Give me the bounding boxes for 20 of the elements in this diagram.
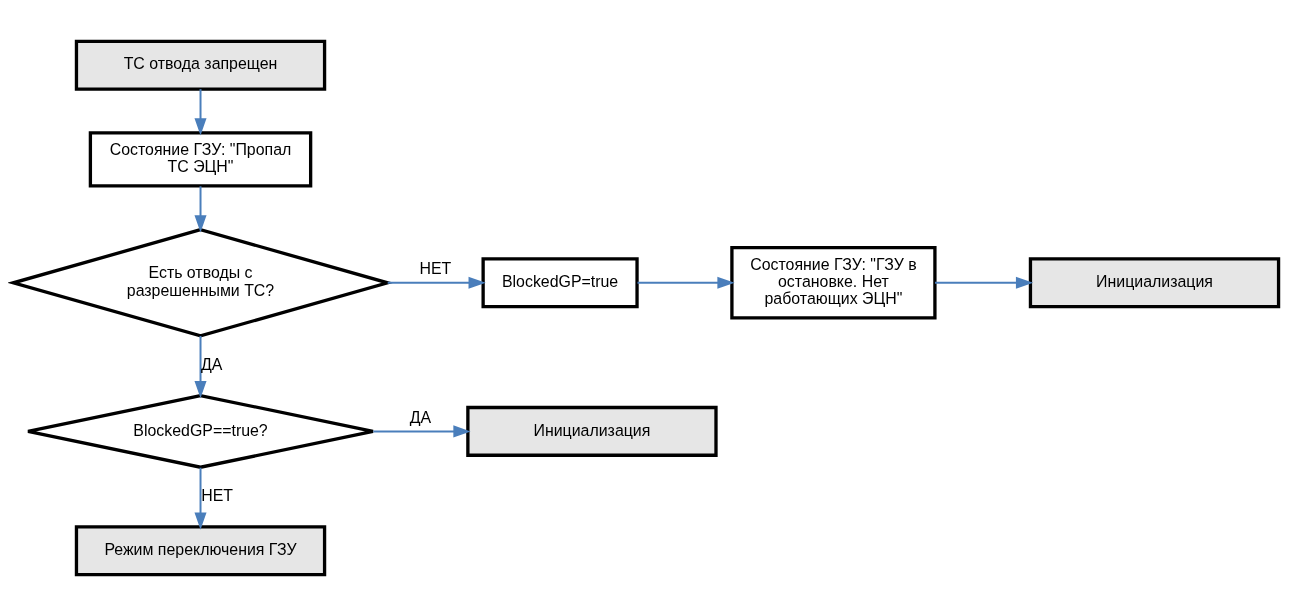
node-box: BlockedGP=true: [481, 257, 639, 309]
node-box: Режим переключения ГЗУ: [74, 525, 327, 577]
arrow: [934, 276, 1034, 289]
node-box: Состояние ГЗУ: "Пропал ТС ЭЦН": [88, 131, 313, 188]
edge-label: ДА: [409, 408, 432, 426]
edge-label: НЕТ: [419, 260, 452, 278]
edge-label: ДА: [201, 355, 223, 373]
node-box: Инициализация: [466, 405, 718, 457]
arrow: [372, 425, 471, 438]
arrow: [386, 276, 486, 289]
node-box: Состояние ГЗУ: "ГЗУ в остановке. Нет работающих ЭЦН": [730, 245, 937, 320]
arrow: [194, 185, 207, 233]
node-box: ТС отвода запрещен: [74, 39, 327, 91]
arrow: [194, 88, 207, 136]
arrow: [194, 335, 207, 399]
node-box: Инициализация: [1028, 257, 1281, 309]
node-diamond: BlockedGP==true?: [26, 393, 375, 469]
arrow: [636, 276, 735, 289]
arrow: [194, 466, 207, 530]
edge-label: НЕТ: [201, 487, 234, 505]
